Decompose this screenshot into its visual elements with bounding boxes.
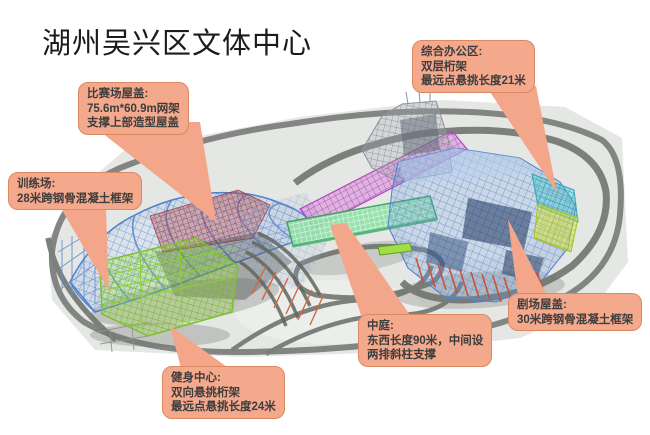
- office-tower-frame: [361, 89, 453, 183]
- callout-tail-competition-roof: [88, 122, 216, 222]
- inclined-columns-left: [251, 265, 325, 326]
- callout-line: 75.6m*60.9m网架: [87, 102, 180, 115]
- callout-tail-atrium: [330, 223, 412, 318]
- callout-line: 训练场:: [17, 178, 56, 190]
- callout-line: 支撑上部造型屋盖: [87, 117, 179, 129]
- callout-atrium: 中庭: 东西长度90米，中间设 两排斜柱支撑: [358, 314, 493, 367]
- site-green-strip: [377, 242, 413, 256]
- fitness-center-frame: [99, 237, 239, 337]
- callout-line: 最远点悬挑长度21米: [421, 75, 526, 87]
- callout-competition-roof: 比赛场屋盖: 75.6m*60.9m网架 支撑上部造型屋盖: [78, 82, 189, 135]
- callout-tail-training: [62, 210, 109, 291]
- callout-line: 剧场屋盖:: [517, 299, 567, 311]
- callout-office: 综合办公区: 双层桁架 最远点悬挑长度21米: [412, 40, 535, 93]
- callout-tail-fitness: [170, 326, 234, 372]
- callout-training: 训练场: 28米跨钢骨混凝土框架: [8, 172, 143, 210]
- callout-line: 双层桁架: [421, 60, 467, 73]
- callout-line: 最远点悬挑长度24米: [171, 401, 276, 413]
- callout-line: 双向悬挑桁架: [171, 386, 240, 399]
- callout-line: 综合办公区:: [421, 46, 483, 58]
- callout-line: 东西长度90米，中间设: [367, 334, 484, 347]
- callout-tail-theater-roof: [508, 219, 548, 298]
- callout-tails: [62, 86, 557, 372]
- callout-line: 比赛场屋盖:: [87, 88, 149, 100]
- callout-tail-office: [486, 86, 557, 193]
- competition-roof-space-frame: [149, 189, 271, 253]
- office-cantilever-truss: [531, 173, 579, 253]
- page-title: 湖州吴兴区文体中心: [42, 28, 313, 60]
- callout-line: 28米跨钢骨混凝土框架: [17, 192, 134, 205]
- callout-line: 健身中心:: [171, 372, 221, 384]
- callout-line: 两排斜柱支撑: [367, 349, 436, 361]
- gray-louvers: [239, 231, 322, 327]
- callout-theater-roof: 剧场屋盖: 30米跨钢骨混凝土框架: [508, 293, 643, 331]
- callout-line: 30米跨钢骨混凝土框架: [517, 313, 634, 326]
- callout-line: 中庭:: [367, 320, 394, 332]
- callout-fitness: 健身中心: 双向悬挑桁架 最远点悬挑长度24米: [162, 366, 285, 419]
